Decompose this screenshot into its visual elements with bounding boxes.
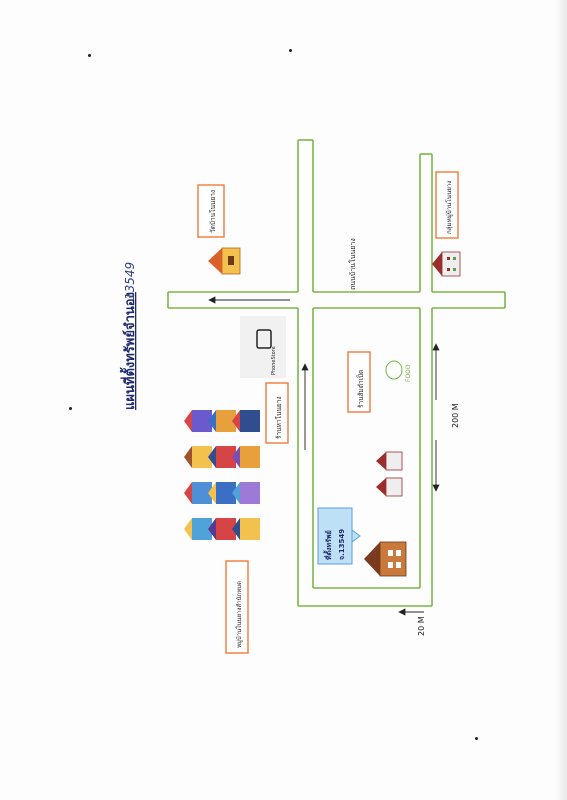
road-name-text: ถนนบ้านโนนยาง [348,238,357,290]
village-label: หมู่บ้านโนนยางสำนักหมด [225,560,249,654]
restaurant-label-text: ร้านส้มตำเป็ด [356,370,365,408]
phonestore-text: PhoneStore [271,346,277,375]
house-cluster-mid [376,451,403,497]
village-label-text: หมู่บ้านโนนยางสำนักหมด [235,581,243,648]
restaurant-label: ร้านส้มตำเป็ด [347,351,371,413]
distance-20m-text: 20 M [417,616,426,636]
distance-20m: 20 M [417,616,426,636]
community-label-text: กลุ่มหมู่บ้านโนนยาง [445,181,453,234]
food-logo: FOOD [385,360,412,382]
map-title-text: แผนที่ตั้งทรัพย์จำนอง [119,292,138,410]
property-line1: ที่ตั้งทรัพย์ [322,530,333,560]
road-network [167,139,506,607]
phonestore-icon: PhoneStore [240,316,286,378]
hole-punch-dot [69,407,72,410]
village-houses [184,410,260,540]
handwritten-ref-text: 13549 [123,262,137,300]
hole-punch-dot [289,49,292,52]
road-name: ถนนบ้านโนนยาง [348,238,357,290]
hole-punch-dot [475,737,478,740]
property-marker[interactable]: ที่ตั้งทรัพย์ จ.13549 [317,507,361,565]
map-title: แผนที่ตั้งทรัพย์จำนอง [119,292,138,410]
temple-label: วัดบ้านโนนยาง [197,184,225,238]
property-house-icon [364,541,407,577]
temple-icon [208,247,241,275]
shop-label: ร้านหาโนนยาง [265,382,289,444]
community-house-icon [432,251,461,277]
direction-arrows [208,296,440,616]
handwritten-ref: 13549 [123,262,137,300]
hole-punch-dot [88,54,91,57]
food-logo-text: FOOD [405,364,412,382]
shop-label-text: ร้านหาโนนยาง [275,396,283,439]
distance-200m-text: 200 M [451,403,460,428]
paper-edge [555,0,567,800]
temple-label-text: วัดบ้านโนนยาง [209,190,217,233]
community-label: กลุ่มหมู่บ้านโนนยาง [435,171,459,239]
property-line2: จ.13549 [338,529,346,560]
distance-200m: 200 M [451,403,460,428]
